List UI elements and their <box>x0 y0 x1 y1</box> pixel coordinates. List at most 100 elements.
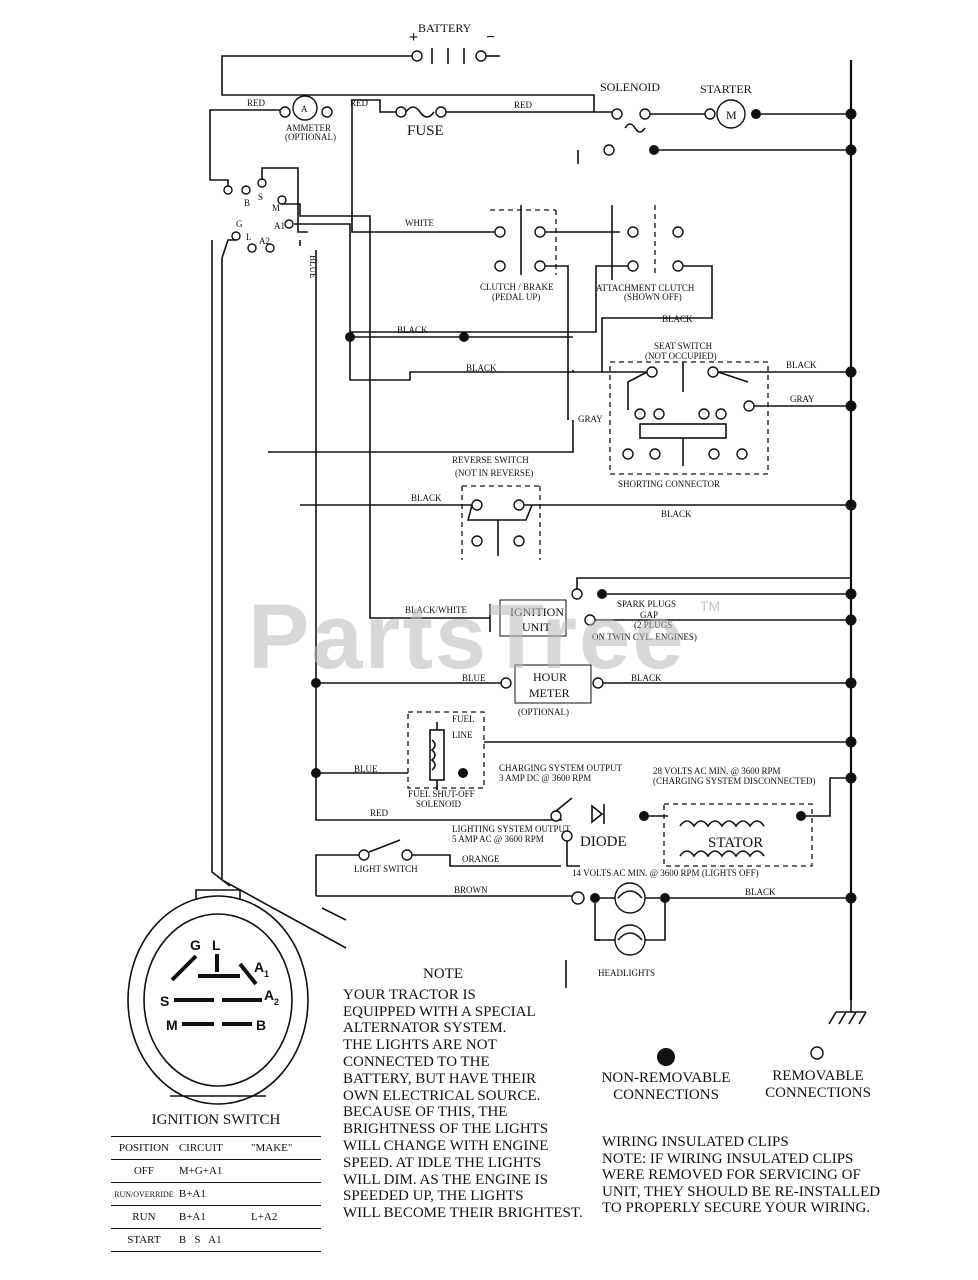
note-line: WILL CHANGE WITH ENGINE <box>343 1137 549 1154</box>
note-line: YOUR TRACTOR IS <box>343 986 476 1003</box>
note-line: SPEEDED UP, THE LIGHTS <box>343 1188 524 1205</box>
lighting-output-label: LIGHTING SYSTEM OUTPUT <box>452 824 571 834</box>
volts-14-label: 14 VOLTS AC MIN. @ 3600 RPM (LIGHTS OFF) <box>572 868 759 878</box>
headlights-label: HEADLIGHTS <box>598 968 655 978</box>
svg-text:(NOT OCCUPIED): (NOT OCCUPIED) <box>645 351 717 361</box>
note-line: BATTERY, BUT HAVE THEIR <box>343 1070 537 1087</box>
note-line: SPEED. AT IDLE THE LIGHTS <box>343 1154 542 1171</box>
ammeter-icon <box>292 95 318 121</box>
reverse-switch-label: REVERSE SWITCH <box>452 455 529 465</box>
svg-text:A2: A2 <box>259 236 270 246</box>
wire-label-blue: BLUE <box>354 764 378 774</box>
wire-label-white: WHITE <box>405 218 434 228</box>
wire-label-red: RED <box>370 808 389 818</box>
ammeter-label: AMMETER <box>286 123 331 133</box>
note-line: BRIGHTNESS OF THE LIGHTS <box>343 1121 549 1138</box>
wiring-clips-note: WIRING INSULATED CLIPS NOTE: IF WIRING I… <box>602 1134 932 1217</box>
ignition-switch-face: G L A 1 S A 2 M B <box>127 889 309 1105</box>
legend-label: CONNECTIONS <box>613 1087 719 1103</box>
ground-bus-connections <box>845 108 857 904</box>
solenoid-label: SOLENOID <box>600 80 660 94</box>
stator-label: STATOR <box>708 835 763 851</box>
svg-text:ON TWIN CYL. ENGINES): ON TWIN CYL. ENGINES) <box>592 632 697 642</box>
fuse: FUSE <box>395 106 447 139</box>
table-cell: L+A2 <box>249 1205 321 1229</box>
fuse-label: FUSE <box>407 123 444 139</box>
battery-minus-sign: − <box>486 29 495 46</box>
ground-symbol <box>828 1000 867 1025</box>
wire-label-black: BLACK <box>411 493 442 503</box>
table-header-row: POSITION CIRCUIT "MAKE" <box>111 1136 321 1160</box>
ammeter: RED A AMMETER (OPTIONAL) RED <box>247 95 369 142</box>
svg-text:L: L <box>212 937 221 953</box>
table-cell <box>249 1182 321 1206</box>
table-cell: B+A1 <box>176 1205 249 1229</box>
svg-text:A: A <box>264 987 274 1003</box>
fuel-shutoff-solenoid: FUEL LINE FUEL SHUT-OFF SOLENOID <box>407 711 485 809</box>
table-cell: RUN <box>111 1205 177 1229</box>
legend-non-removable: NON-REMOVABLE CONNECTIONS <box>596 1070 736 1104</box>
svg-text:(PEDAL UP): (PEDAL UP) <box>492 292 540 302</box>
watermark-trademark: TM <box>700 598 721 614</box>
svg-text:A: A <box>301 104 308 114</box>
svg-text:UNIT: UNIT <box>522 620 551 634</box>
table-cell <box>249 1159 321 1183</box>
table-row: RUN/OVERRIDE B+A1 <box>111 1182 321 1206</box>
battery-positive-wire <box>221 55 595 112</box>
note-line: EQUIPPED WITH A SPECIAL <box>343 1003 536 1020</box>
wire-label-gray: GRAY <box>578 414 603 424</box>
table-cell: START <box>111 1228 177 1252</box>
legend-label: CONNECTIONS <box>765 1085 871 1101</box>
stator: STATOR <box>663 803 813 867</box>
legend-label: REMOVABLE <box>772 1068 864 1084</box>
wire-label-red: RED <box>514 100 533 110</box>
legend-label: NON-REMOVABLE <box>601 1070 731 1086</box>
svg-text:METER: METER <box>529 686 570 700</box>
note-line: OWN ELECTRICAL SOURCE. <box>343 1087 541 1104</box>
svg-text:M: M <box>272 203 280 213</box>
reverse-switch: REVERSE SWITCH (NOT IN REVERSE) <box>452 455 541 560</box>
wire-label-black: BLACK <box>661 509 692 519</box>
battery-label: BATTERY <box>418 21 472 35</box>
wire-label-brown: BROWN <box>454 885 488 895</box>
battery-negative-terminal <box>475 50 487 62</box>
ignition-switch-title: IGNITION SWITCH <box>151 1112 281 1128</box>
headlights: HEADLIGHTS <box>571 882 670 978</box>
light-switch: LIGHT SWITCH <box>315 839 418 896</box>
wire-label-blue: BLUE <box>462 673 486 683</box>
svg-text:(NOT IN REVERSE): (NOT IN REVERSE) <box>455 468 533 478</box>
note-line: WILL BECOME THEIR BRIGHTEST. <box>343 1205 583 1222</box>
svg-text:A: A <box>254 959 264 975</box>
removable-connection-icon <box>810 1046 824 1060</box>
battery-positive-terminal <box>411 50 423 62</box>
clips-note-line: UNIT, THEY SHOULD BE RE-INSTALLED <box>602 1183 881 1200</box>
note-line: ALTERNATOR SYSTEM. <box>343 1020 507 1037</box>
wire-label-black: BLACK <box>662 314 693 324</box>
table-cell: B S A1 <box>176 1228 249 1252</box>
alternator-note: NOTE YOUR TRACTOR IS EQUIPPED WITH A SPE… <box>343 966 593 1222</box>
clutch-brake-switch: CLUTCH / BRAKE (PEDAL UP) <box>480 205 557 302</box>
ignition-switch-table: POSITION CIRCUIT "MAKE" OFF M+G+A1 RUN/O… <box>111 1136 321 1252</box>
charging-output-label: CHARGING SYSTEM OUTPUT <box>499 763 623 773</box>
svg-text:LINE: LINE <box>452 730 473 740</box>
starter-label: STARTER <box>700 82 752 96</box>
header-position: POSITION <box>111 1136 177 1160</box>
svg-text:A1: A1 <box>274 221 285 231</box>
diode-label: DIODE <box>580 834 627 850</box>
attachment-clutch-switch: ATTACHMENT CLUTCH (SHOWN OFF) <box>596 205 695 302</box>
wire-label-black-white: BLACK/WHITE <box>405 605 467 615</box>
table-cell: M+G+A1 <box>176 1159 249 1183</box>
note-line: BECAUSE OF THIS, THE <box>343 1104 508 1121</box>
wire-label-gray: GRAY <box>790 394 815 404</box>
hour-meter: BLUE HOUR METER (OPTIONAL) <box>311 664 604 717</box>
battery: BATTERY + − <box>409 21 495 64</box>
svg-text:B: B <box>256 1017 266 1033</box>
svg-text:FUEL: FUEL <box>452 714 475 724</box>
table-cell: OFF <box>111 1159 177 1183</box>
clips-note-line: TO PROPERLY SECURE YOUR WIRING. <box>602 1200 871 1216</box>
starter: STARTER M <box>700 82 761 129</box>
wire-label-black: BLACK <box>466 363 497 373</box>
svg-text:5 AMP AC @ 3600 RPM: 5 AMP AC @ 3600 RPM <box>452 834 544 844</box>
table-row: OFF M+G+A1 <box>111 1159 321 1183</box>
